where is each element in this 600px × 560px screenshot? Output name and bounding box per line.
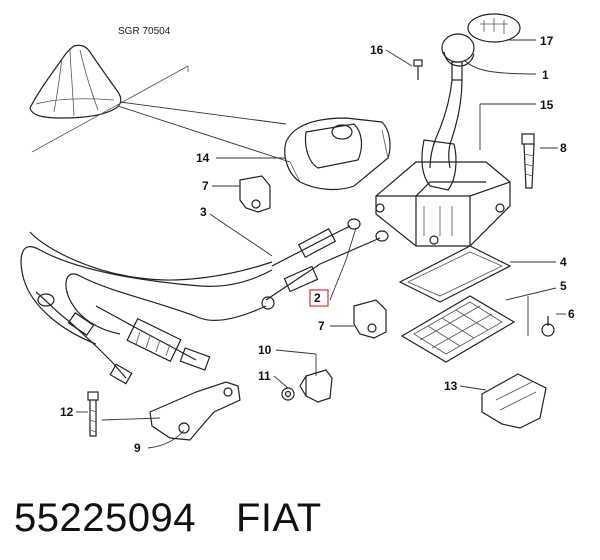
callout-2-highlight-box — [309, 289, 329, 307]
bracket-13-drawing — [481, 373, 547, 429]
callout-7-upper: 7 — [202, 179, 209, 193]
leader-lines — [76, 39, 566, 449]
clip-7-upper-drawing — [239, 175, 271, 213]
callout-12: 12 — [60, 405, 74, 419]
clip-7-lower-drawing — [353, 299, 387, 339]
part-number: 55225094 — [14, 495, 196, 540]
callout-10: 10 — [258, 343, 272, 357]
callout-3: 3 — [200, 205, 207, 219]
bolt-8-drawing — [521, 133, 535, 189]
bracket-9-drawing — [149, 381, 241, 441]
brand-name: FIAT — [235, 495, 322, 540]
footer-caption: 55225094 FIAT — [14, 490, 322, 546]
bolt-12-drawing — [87, 391, 99, 437]
gear-knob-drawing — [441, 13, 521, 81]
callout-9: 9 — [134, 441, 141, 455]
callout-11: 11 — [258, 369, 271, 383]
shifter-housing-drawing — [375, 161, 511, 247]
callout-14: 14 — [196, 151, 210, 165]
bracket-10-drawing — [299, 369, 333, 403]
callout-15: 15 — [540, 98, 554, 112]
plate-5-drawing — [400, 295, 516, 363]
callout-1: 1 — [542, 68, 549, 82]
callout-8: 8 — [560, 141, 567, 155]
console-cover-drawing — [284, 117, 391, 191]
callout-6: 6 — [568, 307, 575, 321]
gear-lever-drawing — [421, 79, 463, 191]
cable-ends-drawing — [35, 291, 211, 385]
gasket-4-drawing — [398, 245, 512, 303]
gear-boot-drawing — [29, 44, 122, 119]
callout-5: 5 — [560, 279, 567, 293]
callout-13: 13 — [444, 379, 458, 393]
callout-2: 2 — [314, 291, 321, 305]
callout-16: 16 — [370, 43, 384, 57]
shift-cables-drawing — [20, 218, 389, 345]
callout-7-lower: 7 — [318, 319, 325, 333]
callout-labels: 16 17 1 15 14 8 7 3 4 5 2 6 7 10 11 13 1… — [60, 34, 575, 455]
nut-11-drawing — [281, 387, 295, 401]
bolt-16-drawing — [413, 59, 423, 80]
bolt-6-drawing — [541, 316, 555, 337]
boot-frame-lines — [31, 65, 291, 163]
callout-17: 17 — [540, 34, 554, 48]
callout-4: 4 — [560, 255, 567, 269]
reference-code: SGR 70504 — [118, 26, 171, 37]
